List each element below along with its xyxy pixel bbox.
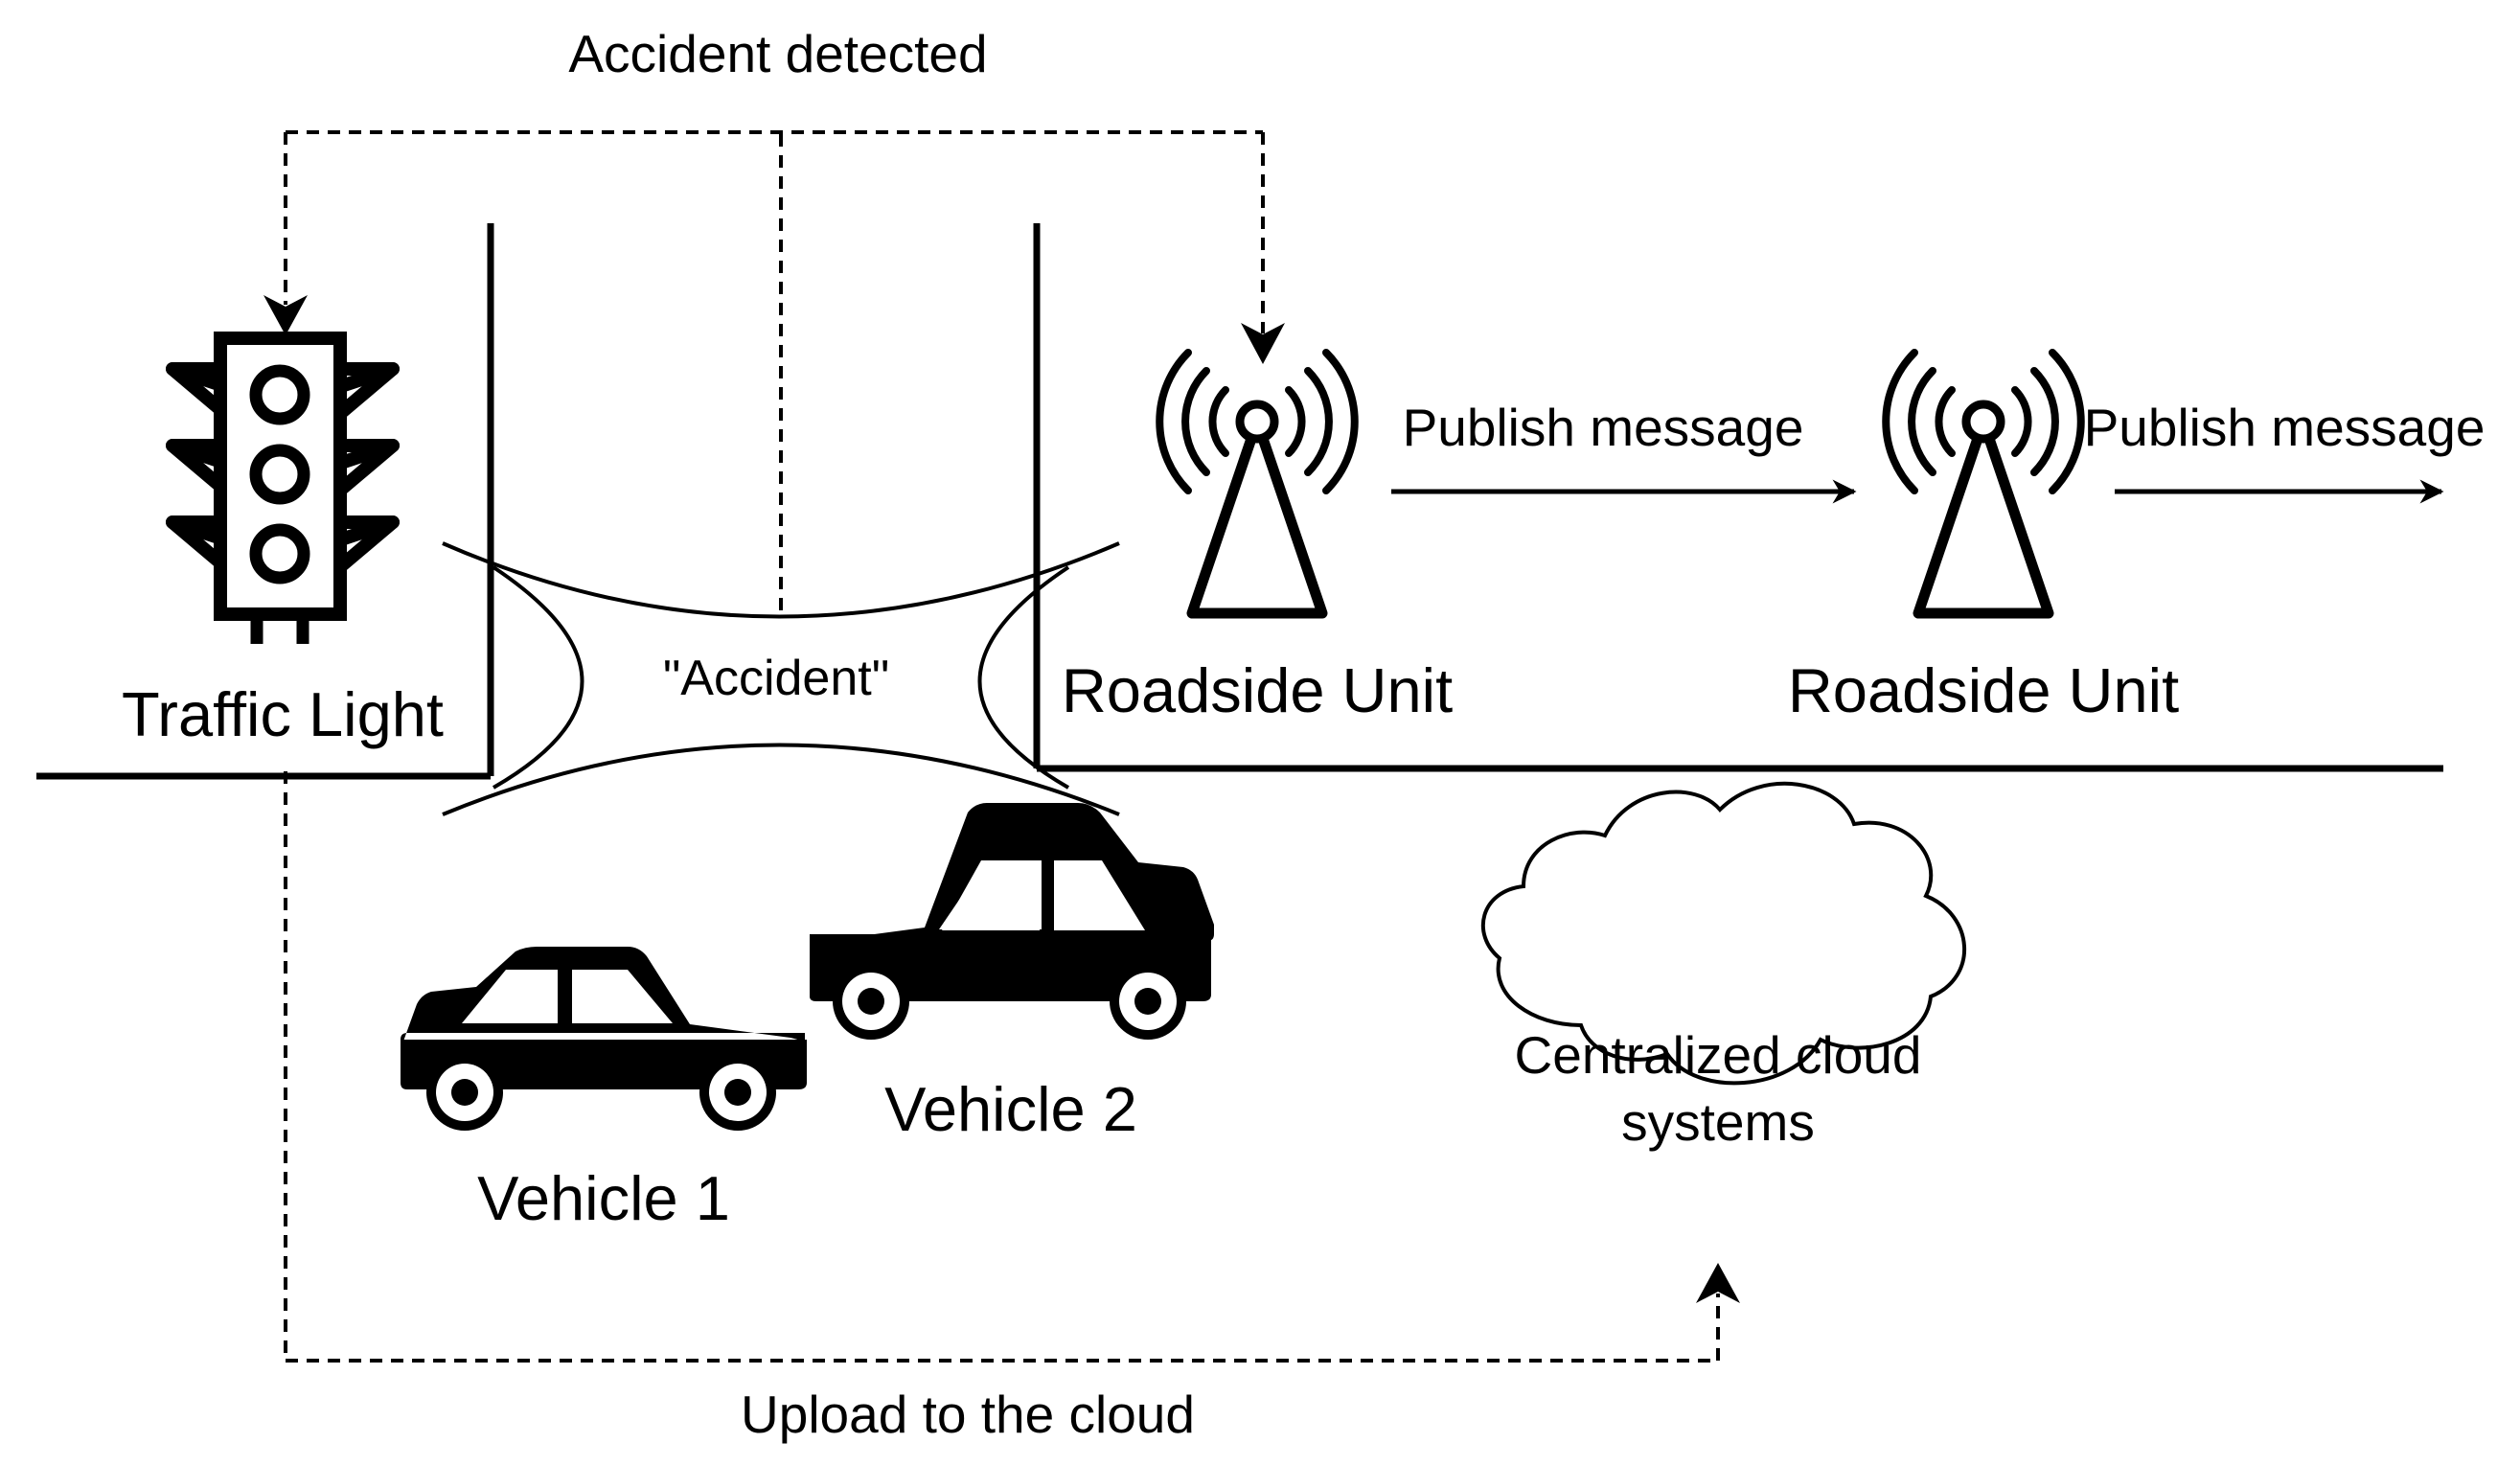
roadside-unit-1-label: Roadside Unit xyxy=(1062,655,1453,725)
car-icon xyxy=(810,803,1214,1040)
accident-label: "Accident" xyxy=(663,651,889,706)
vehicle-1-label: Vehicle 1 xyxy=(477,1163,730,1233)
arrowhead-to-traffic-light xyxy=(263,295,308,335)
traffic-light-icon xyxy=(166,332,400,644)
publish-message-2-label: Publish message xyxy=(2084,398,2486,457)
accident-burst xyxy=(442,541,1120,816)
roadside-unit-2-label: Roadside Unit xyxy=(1788,655,2179,725)
cloud-label-line-1: Centralized cloud xyxy=(1515,1025,1922,1085)
antenna-tower-icon xyxy=(1882,349,2085,619)
cloud-label-line-2: systems xyxy=(1621,1092,1815,1152)
upload-connector xyxy=(284,771,1720,1363)
car-icon xyxy=(401,947,807,1131)
accident-detected-label: Accident detected xyxy=(568,24,987,83)
road xyxy=(36,223,2443,780)
arrowhead-to-cloud xyxy=(1696,1263,1740,1303)
cloud-icon xyxy=(1480,781,1966,1086)
publish-message-1-label: Publish message xyxy=(1403,398,1804,457)
arrowhead-to-roadside-unit xyxy=(1241,323,1285,364)
traffic-light-label: Traffic Light xyxy=(122,679,444,749)
accident-detected-connector xyxy=(284,130,1265,610)
antenna-tower-icon xyxy=(1156,349,1359,619)
vehicle-2-label: Vehicle 2 xyxy=(884,1074,1137,1144)
upload-label: Upload to the cloud xyxy=(741,1385,1195,1444)
